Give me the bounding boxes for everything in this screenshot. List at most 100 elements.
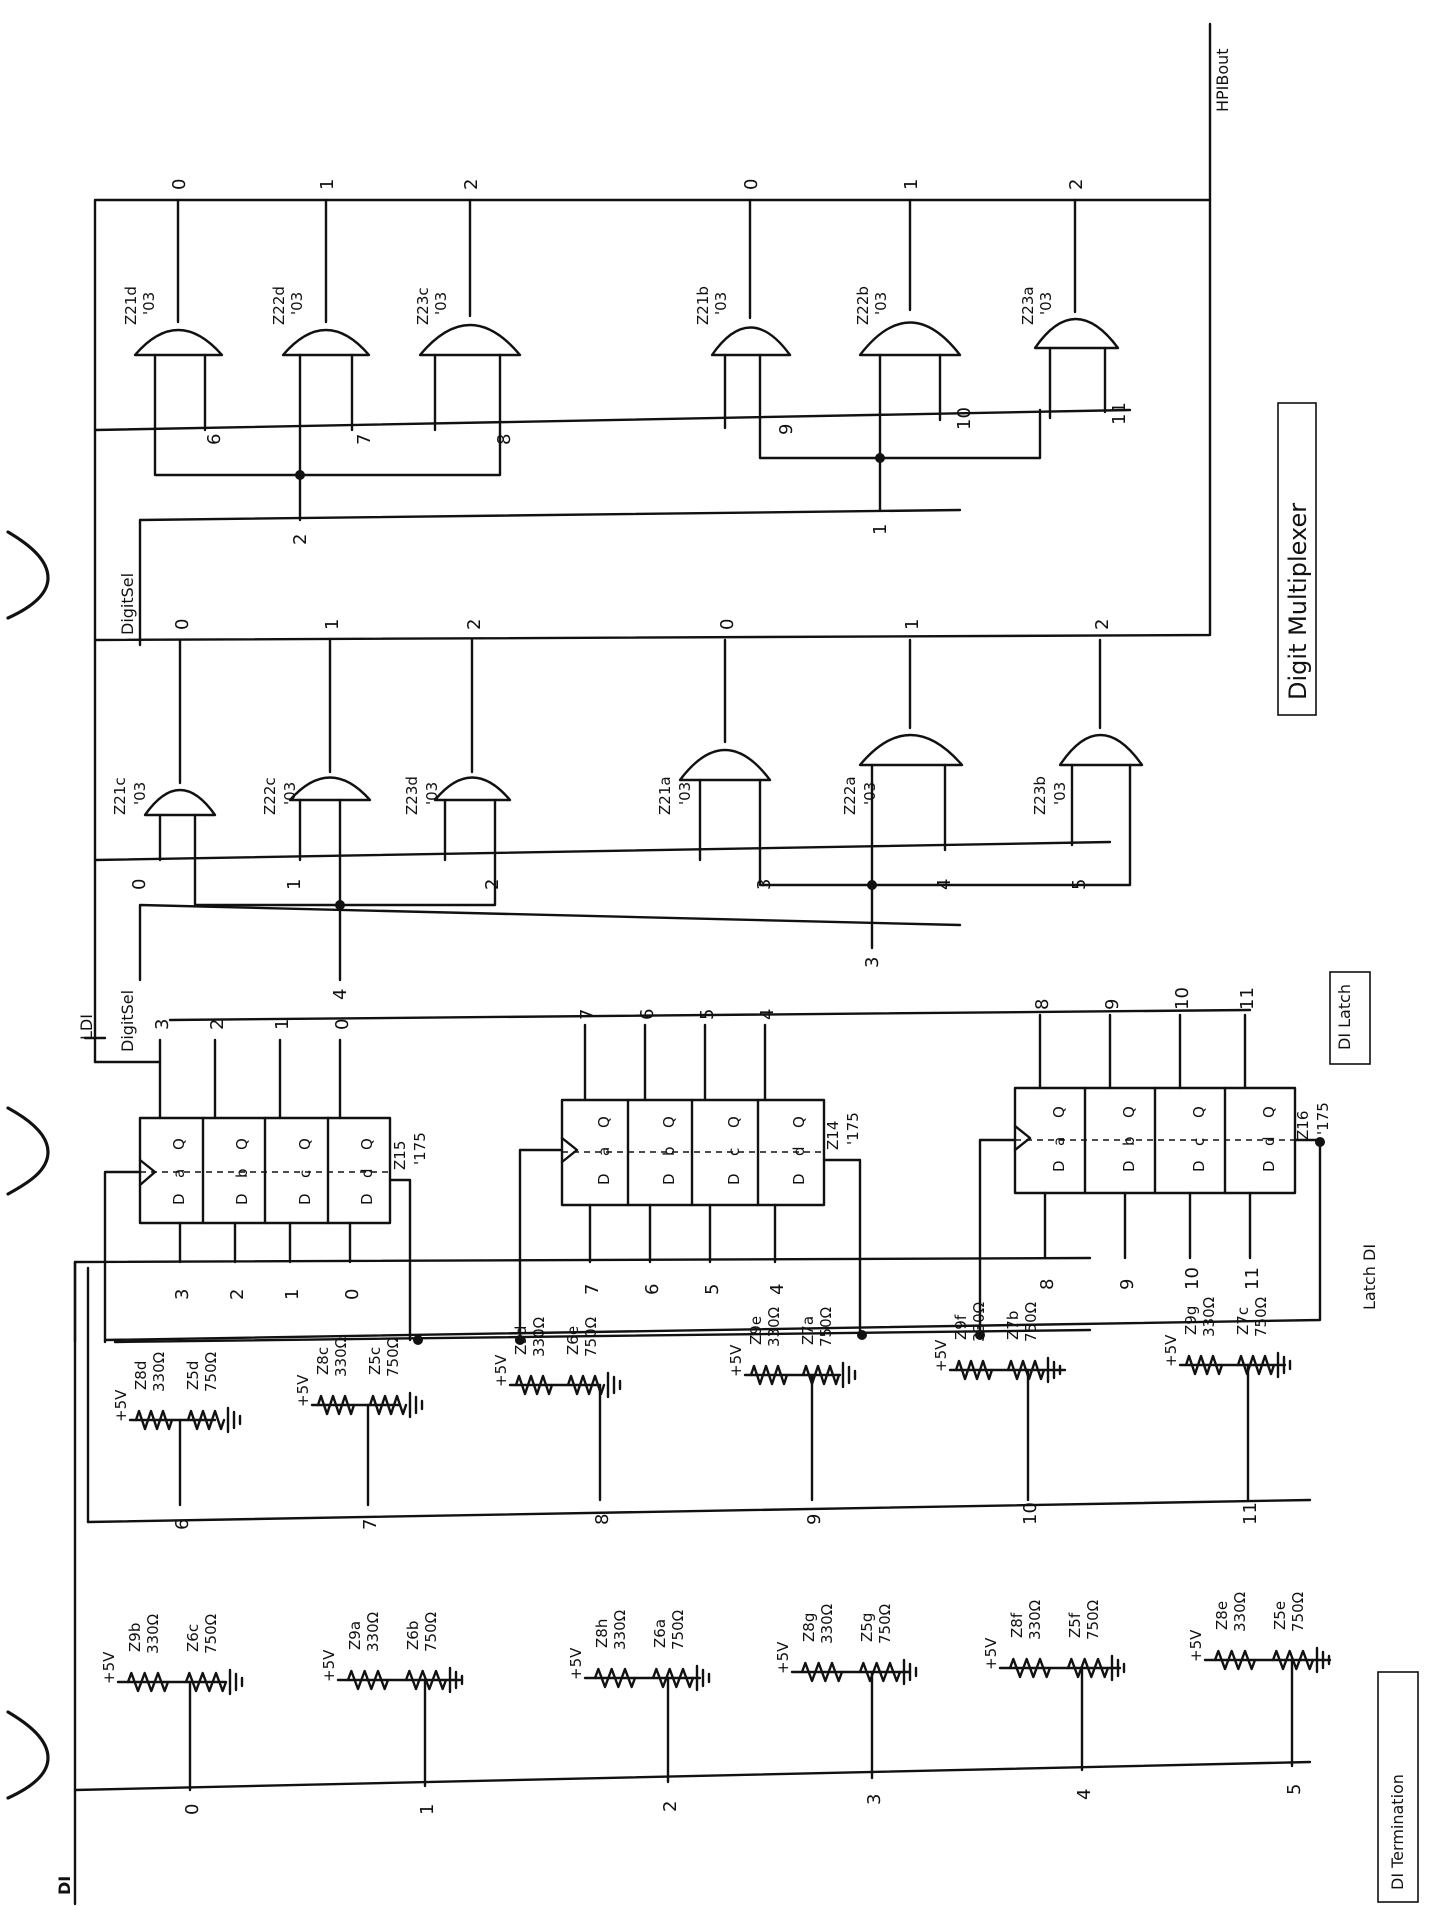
latch-d-letter: D [595, 1173, 613, 1185]
term-r2-value: 750Ω [817, 1307, 835, 1347]
resistor-zigzag [184, 1671, 228, 1693]
gate-in-pin: 5 [1069, 879, 1090, 890]
resistor-zigzag [1271, 1649, 1315, 1671]
term-r1-value: 330Ω [150, 1352, 168, 1392]
term-r1-value: 330Ω [1200, 1297, 1218, 1337]
resistor-zigzag [404, 1669, 448, 1691]
term-r1-value: 330Ω [144, 1614, 162, 1654]
term-supply: +5V [1187, 1629, 1205, 1662]
term-r1-id: Z8e [1213, 1601, 1231, 1630]
resistor-zigzag [1236, 1354, 1276, 1376]
term-r1-value: 330Ω [611, 1610, 629, 1650]
resistor-zigzag [186, 1409, 226, 1431]
term-r1-id: Z8d [132, 1361, 150, 1390]
latch-d-letter: D [233, 1193, 251, 1205]
gate-type-Z22b: '03 [872, 292, 890, 315]
latch-q-pin: 10 [1172, 987, 1193, 1010]
term-r1-id: Z8c [314, 1347, 332, 1375]
resistor-zigzag [651, 1667, 695, 1689]
term-r1-id: Z9g [1182, 1306, 1200, 1335]
di-termination-title: DI Termination [1388, 1774, 1407, 1890]
resistor-zigzag [368, 1394, 408, 1416]
gate-type-Z21a: '03 [676, 782, 694, 805]
latch-d-pin: 4 [767, 1284, 788, 1295]
term-r1-id: Z9d [512, 1326, 530, 1355]
gate-id-Z22a: Z22a [841, 776, 859, 815]
term-supply: +5V [320, 1649, 338, 1682]
latch-q-letter: Q [358, 1138, 376, 1150]
bus-wires [73, 22, 1322, 1906]
latch-q-letter: Q [1260, 1106, 1278, 1118]
gate-out-pin: 1 [902, 619, 923, 630]
term-line-number: 4 [1074, 1789, 1095, 1800]
resistor-zigzag [316, 1394, 356, 1416]
gate-type-Z22d: '03 [288, 292, 306, 315]
term-r2-value: 750Ω [876, 1604, 894, 1644]
resistor-zigzag [801, 1364, 841, 1386]
gate-id-Z23d: Z23d [403, 776, 421, 815]
latch-q-letter: Q [1190, 1106, 1208, 1118]
latch-d-letter: D [1260, 1160, 1278, 1172]
ground-symbol [448, 1666, 464, 1694]
term-line-number: 0 [182, 1804, 203, 1815]
ground-symbol [1315, 1646, 1331, 1674]
latch-d-pin: 6 [642, 1284, 663, 1295]
gate-in-pin: 10 [954, 407, 975, 430]
latch-cell-letter: c [725, 1148, 743, 1156]
term-r1-id: Z9e [747, 1316, 765, 1345]
latch-q-pin: 2 [207, 1019, 228, 1030]
resistor-zigzag [749, 1364, 789, 1386]
latch-q-pin: 3 [152, 1019, 173, 1030]
digit-multiplexer-title: Digit Multiplexer [1284, 503, 1312, 700]
term-r1-value: 330Ω [1026, 1600, 1044, 1640]
term-r2-id: Z7b [1004, 1311, 1022, 1340]
term-r2-id: Z6a [651, 1619, 669, 1648]
latch-q-letter: Q [1120, 1106, 1138, 1118]
gate-type-Z21b: '03 [712, 292, 730, 315]
latch-cell-letter: d [358, 1168, 376, 1178]
latch-cell-letter: b [1120, 1136, 1138, 1146]
latch-q-pin: 1 [272, 1019, 293, 1030]
term-supply: +5V [774, 1641, 792, 1674]
term-line-number: 7 [360, 1519, 381, 1530]
resistor-zigzag [1006, 1359, 1046, 1381]
latch-q-letter: Q [790, 1116, 808, 1128]
term-r2-id: Z7c [1234, 1307, 1252, 1335]
term-supply: +5V [567, 1647, 585, 1680]
latch-q-letter: Q [1050, 1106, 1068, 1118]
latch-cell-letter: a [595, 1147, 613, 1156]
ground-symbol [1046, 1356, 1062, 1384]
gate-type-Z21c: '03 [131, 782, 149, 805]
latch-q-pin: 8 [1032, 999, 1053, 1010]
term-r1-id: Z9a [346, 1621, 364, 1650]
latch-d-letter: D [1050, 1160, 1068, 1172]
latch-d-pin: 1 [282, 1289, 303, 1300]
latch-q-pin: 7 [577, 1009, 598, 1020]
term-supply: +5V [294, 1374, 312, 1407]
gate-type-Z23a: '03 [1037, 292, 1055, 315]
gate-id-Z23b: Z23b [1031, 776, 1049, 815]
gate-id-Z21c: Z21c [111, 777, 129, 815]
resistor-zigzag [800, 1661, 844, 1683]
term-r1-value: 330Ω [364, 1612, 382, 1652]
digitsel-pin-3: 3 [862, 957, 883, 968]
resistor-zigzag [858, 1661, 902, 1683]
ground-symbol [902, 1658, 918, 1686]
term-r2-id: Z5e [1271, 1601, 1289, 1630]
upper-gate-row [133, 198, 1120, 522]
gate-out-pin: 1 [317, 179, 338, 190]
latch-d-pin: 9 [1117, 1279, 1138, 1290]
term-r2-value: 750Ω [669, 1610, 687, 1650]
term-r1-value: 330Ω [970, 1302, 988, 1342]
gate-in-pin: 8 [494, 434, 515, 445]
term-line-number: 8 [592, 1514, 613, 1525]
term-r1-value: 330Ω [530, 1317, 548, 1357]
gate-in-pin: 6 [204, 434, 225, 445]
gate-in-pin: 4 [934, 879, 955, 890]
gate-out-pin: 0 [172, 619, 193, 630]
gate-out-pin: 2 [461, 179, 482, 190]
latch-q-letter: Q [595, 1116, 613, 1128]
term-supply: +5V [1162, 1334, 1180, 1367]
latch-cell-letter: a [1050, 1137, 1068, 1146]
